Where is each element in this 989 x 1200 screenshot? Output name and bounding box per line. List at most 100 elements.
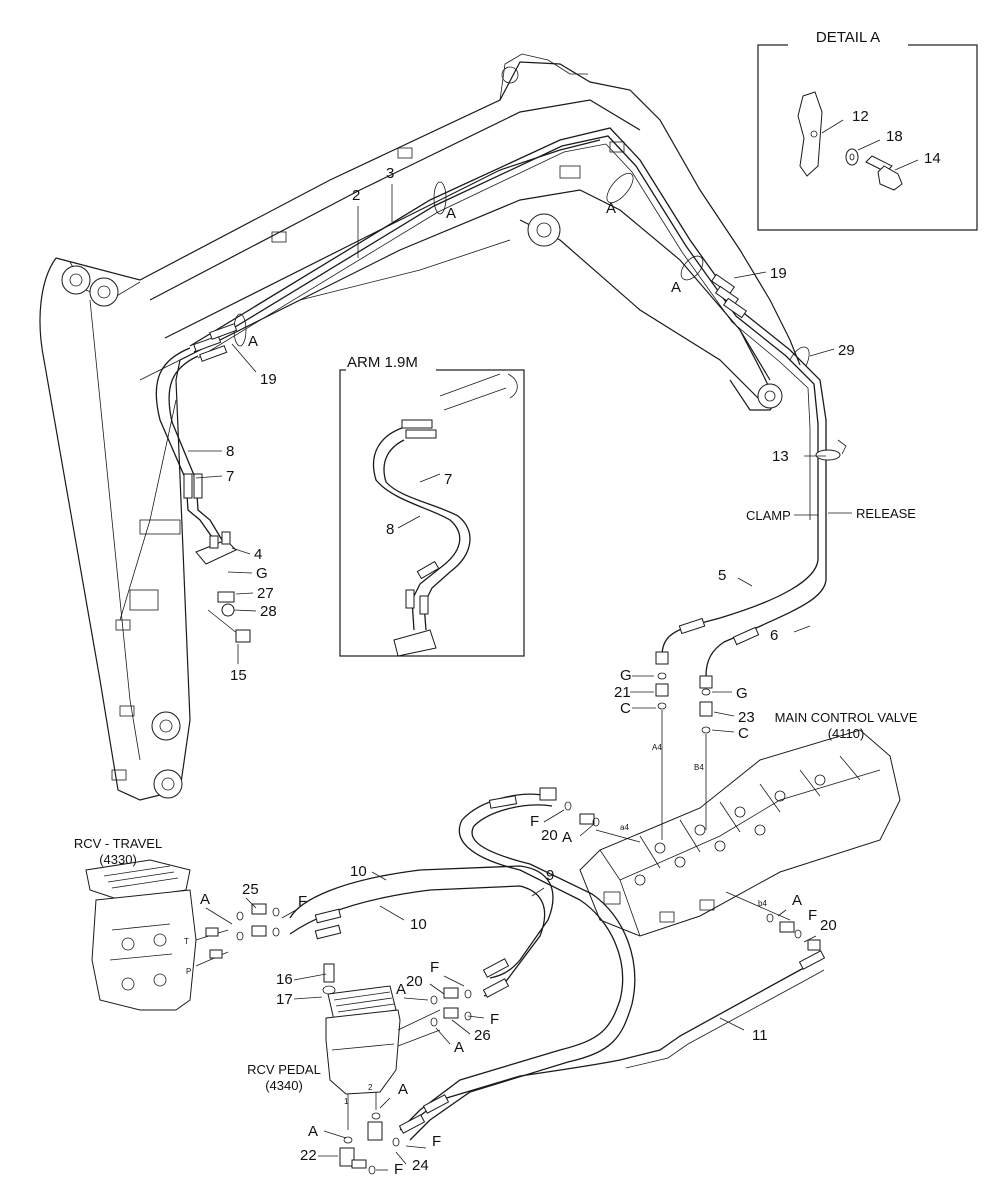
detail-a-label-14: 14 bbox=[924, 150, 941, 167]
port-mark-1: 1 bbox=[344, 1097, 349, 1106]
boom-structure bbox=[39, 53, 801, 801]
port-mark-b4-lower: b4 bbox=[758, 899, 767, 908]
callout-leader bbox=[323, 1130, 347, 1139]
detail-a-title: DETAIL A bbox=[816, 29, 880, 46]
callout-leader bbox=[793, 625, 811, 633]
callout-label: F bbox=[298, 893, 307, 910]
rcv-pedal bbox=[322, 963, 472, 1175]
callout-label: 21 bbox=[614, 684, 631, 701]
callout-label: A bbox=[562, 829, 572, 846]
callout-label: A bbox=[200, 891, 210, 908]
callout-leader bbox=[737, 577, 753, 587]
port-mark-2: 2 bbox=[368, 1083, 373, 1092]
callout-label: 26 bbox=[474, 1027, 491, 1044]
callout-label: A bbox=[792, 892, 802, 909]
port-mark-a4-upper: A4 bbox=[652, 743, 662, 752]
rcv-travel bbox=[85, 859, 280, 1011]
callout-label: 20 bbox=[820, 917, 837, 934]
callout-leader bbox=[371, 871, 387, 881]
callout-leader bbox=[231, 547, 251, 555]
detail-a-label-12: 12 bbox=[852, 108, 869, 125]
callout-label: 27 bbox=[257, 585, 274, 602]
callout-label: 2 bbox=[352, 187, 360, 204]
callout-label: 23 bbox=[738, 709, 755, 726]
hose-label-clamp: CLAMP bbox=[746, 508, 791, 523]
callout-label: 22 bbox=[300, 1147, 317, 1164]
callout-label: A bbox=[606, 200, 616, 217]
callout-label: A bbox=[671, 279, 681, 296]
callout-leader bbox=[429, 983, 445, 995]
callout-leader bbox=[205, 907, 233, 925]
detail-a-label-18: 18 bbox=[886, 128, 903, 145]
callout-leader bbox=[531, 887, 545, 897]
main-control-valve-name: MAIN CONTROL VALVE bbox=[775, 710, 918, 725]
callout-leader bbox=[543, 809, 565, 823]
callout-label: F bbox=[432, 1133, 441, 1150]
callout-leader bbox=[467, 1015, 485, 1019]
rcv-pedal-code: (4340) bbox=[265, 1078, 303, 1093]
callout-leader bbox=[231, 343, 257, 373]
callout-leader bbox=[443, 975, 465, 987]
component-labels: RCV - TRAVEL (4330) RCV PEDAL (4340) MAI… bbox=[74, 506, 918, 1093]
inset-arm-1-9m: ARM 1.9M 7 8 bbox=[339, 350, 525, 657]
callout-leader bbox=[195, 475, 223, 479]
callout-leader bbox=[379, 1097, 391, 1109]
port-mark-p-travel: P bbox=[186, 967, 191, 976]
callout-leader bbox=[227, 571, 253, 574]
callout-leader bbox=[719, 1017, 745, 1031]
callout-leader bbox=[803, 935, 817, 943]
callout-label: 5 bbox=[718, 567, 726, 584]
callout-label: C bbox=[620, 700, 631, 717]
callout-label: 20 bbox=[406, 973, 423, 990]
callout-label: 6 bbox=[770, 627, 778, 644]
rcv-travel-code: (4330) bbox=[99, 852, 137, 867]
callout-label: 19 bbox=[770, 265, 787, 282]
callout-label: A bbox=[446, 205, 456, 222]
callout-leader bbox=[435, 1027, 451, 1045]
callout-label: 24 bbox=[412, 1157, 429, 1174]
callout-label: 29 bbox=[838, 342, 855, 359]
callout-label: 8 bbox=[226, 443, 234, 460]
callout-label: F bbox=[530, 813, 539, 830]
callout-label: 3 bbox=[386, 165, 394, 182]
port-marks: A4 B4 a4 b4 T P 1 2 bbox=[184, 743, 767, 1106]
callout-label: A bbox=[248, 333, 258, 350]
callout-label: 15 bbox=[230, 667, 247, 684]
callout-label: A bbox=[308, 1123, 318, 1140]
callout-label: 7 bbox=[226, 468, 234, 485]
callout-leader bbox=[777, 909, 787, 917]
callout-leader bbox=[235, 592, 254, 595]
callout-label: 16 bbox=[276, 971, 293, 988]
callout-leader bbox=[733, 271, 767, 279]
callout-leader bbox=[379, 905, 405, 921]
callout-leader bbox=[579, 823, 595, 837]
callout-leader bbox=[405, 1145, 427, 1149]
callout-label: A bbox=[454, 1039, 464, 1056]
callout-leader bbox=[395, 1151, 407, 1165]
lower-hoses bbox=[289, 672, 826, 1141]
callout-label: F bbox=[394, 1161, 403, 1178]
callout-label: 19 bbox=[260, 371, 277, 388]
inset-label-7: 7 bbox=[444, 471, 452, 488]
callout-label: G bbox=[256, 565, 268, 582]
callout-leader bbox=[809, 348, 835, 357]
callout-leader bbox=[293, 973, 327, 981]
port-mark-a4-lower: a4 bbox=[620, 823, 629, 832]
inset-label-8: 8 bbox=[386, 521, 394, 538]
callout-label: 10 bbox=[350, 863, 367, 880]
callout-label: 28 bbox=[260, 603, 277, 620]
callout-leader bbox=[245, 897, 257, 909]
callout-label: G bbox=[620, 667, 632, 684]
port-mark-b4-upper: B4 bbox=[694, 763, 704, 772]
callout-leader bbox=[293, 996, 323, 1000]
callout-label: A bbox=[398, 1081, 408, 1098]
port-mark-t-travel: T bbox=[184, 937, 189, 946]
hose-label-release: RELEASE bbox=[856, 506, 916, 521]
callout-leader bbox=[233, 609, 257, 612]
callout-label: F bbox=[430, 959, 439, 976]
rcv-travel-name: RCV - TRAVEL bbox=[74, 836, 162, 851]
callout-label: C bbox=[738, 725, 749, 742]
